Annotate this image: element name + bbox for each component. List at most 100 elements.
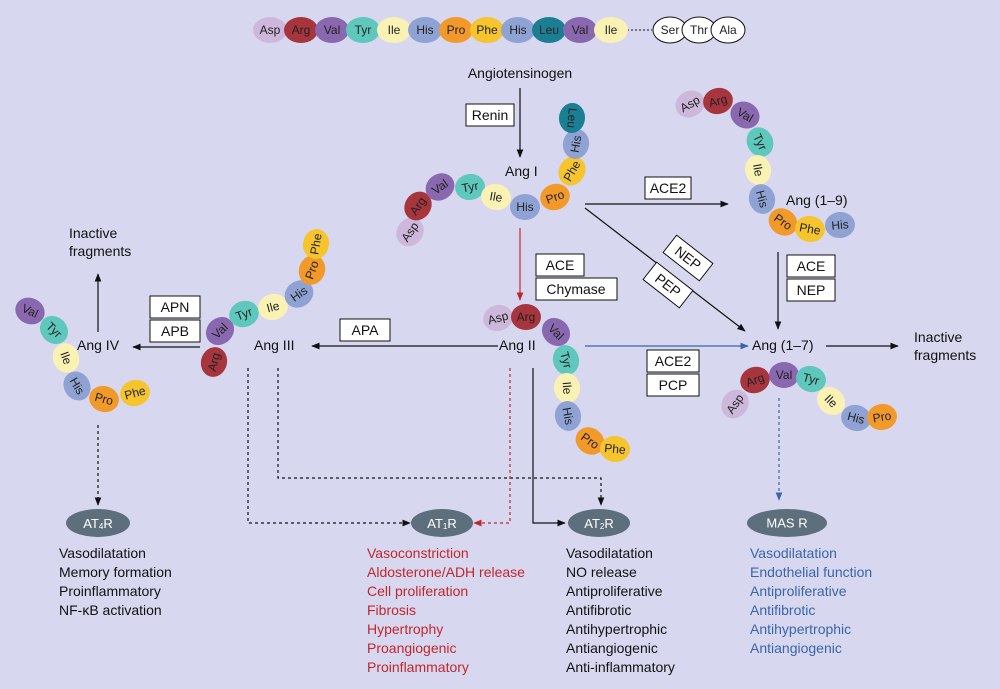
residue-bead [425, 173, 455, 201]
residue-bead [315, 17, 349, 43]
svg-text:AT1R: AT1R [427, 516, 457, 531]
renin-label: Renin [472, 107, 509, 123]
residue-label: Tyr [801, 370, 821, 388]
at1-effect-item: Proangiogenic [367, 640, 457, 656]
residue-phe: Phe [302, 229, 330, 259]
residue-label: Tyr [461, 179, 480, 196]
residue-label: Phe [307, 232, 325, 256]
at2r-sub: 2 [600, 522, 605, 531]
at4-effect-item: Memory formation [59, 564, 172, 580]
residue-phe: Phe [795, 215, 825, 243]
at2r-tail: R [604, 516, 613, 531]
residue-label: Ile [265, 299, 281, 316]
residue-tyr: Tyr [39, 315, 69, 345]
residue-bead [769, 362, 799, 388]
residue-bead [554, 401, 582, 431]
residue-label: Val [20, 301, 41, 321]
residue-val: Val [315, 17, 349, 43]
pcp-box: PCP [646, 373, 700, 397]
residue-bead [594, 17, 628, 43]
ace2-top-box: ACE2 [644, 176, 692, 200]
node-labels: Angiotensinogen Ang I Ang (1–9) Ang II A… [69, 65, 976, 363]
residue-ile: Ile [594, 17, 628, 43]
residue-label: Pro [302, 259, 322, 282]
residue-bead [675, 90, 705, 118]
residue-bead [408, 17, 442, 43]
residue-bead [200, 347, 228, 377]
residue-leu: Leu [558, 103, 586, 133]
residue-bead [600, 435, 630, 463]
residue-ile: Ile [481, 183, 511, 211]
residue-label: Pro [447, 23, 466, 37]
residue-his: His [825, 211, 855, 239]
residue-bead [558, 156, 586, 186]
svg-text:AT2R: AT2R [584, 516, 614, 531]
residue-asp: Asp [721, 389, 749, 419]
residue-bead [39, 315, 69, 345]
residue-val: Val [730, 101, 760, 129]
residue-phe: Phe [470, 17, 504, 43]
residue-bead [483, 304, 513, 332]
residue-bead [825, 211, 855, 239]
residue-label: Val [572, 23, 588, 37]
residue-bead [439, 17, 473, 43]
apa-box: APA [339, 318, 391, 342]
residue-label: His [568, 134, 585, 154]
angiotensinogen-label: Angiotensinogen [468, 65, 572, 81]
residue-bead [229, 300, 259, 328]
residue-bead [553, 373, 581, 403]
at1r-sub: 1 [443, 522, 448, 531]
at4-effect-item: Vasodilatation [59, 545, 146, 561]
residue-label: Arg [744, 370, 766, 390]
residue-bead [541, 317, 571, 347]
residue-asp: Asp [483, 304, 513, 332]
at4r-receptor: AT4R [66, 509, 130, 537]
residue-arg: Arg [200, 347, 228, 377]
at4r-tail: R [103, 516, 112, 531]
chymase-label: Chymase [546, 281, 605, 297]
residue-tyr: Tyr [346, 17, 380, 43]
residue-bead [841, 404, 871, 432]
residue-arg: Arg [740, 366, 770, 394]
nep-right-label: NEP [797, 282, 826, 298]
enzyme-boxes: Renin ACE2 ACE Chymase NEP PEP ACE NEP [149, 103, 836, 397]
mas-label: MAS R [766, 516, 807, 531]
residue-bead [511, 304, 541, 330]
apn-box: APN [149, 295, 201, 319]
pcp-label: PCP [659, 377, 688, 393]
residue-bead [552, 345, 580, 375]
residue-label: Tyr [234, 305, 254, 324]
residue-phe: Phe [120, 379, 150, 407]
residue-bead [15, 297, 45, 325]
residue-label: Ile [57, 350, 75, 367]
residue-bead [89, 385, 119, 413]
at2-effect-item: Antiangiogenic [566, 640, 658, 656]
residue-pro: Pro [768, 208, 798, 236]
inactive-left-line2: fragments [69, 243, 131, 259]
residue-pro: Pro [575, 427, 605, 455]
residue-label: Phe [604, 441, 627, 457]
residue-his: His [501, 17, 535, 43]
ace-right-label: ACE [797, 258, 826, 274]
residue-bead [562, 129, 590, 159]
residue-ile: Ile [816, 386, 846, 416]
residue-his: His [562, 129, 590, 159]
residue-bead [481, 183, 511, 211]
ang1-label: Ang I [505, 163, 538, 179]
residue-pro: Pro [298, 255, 326, 285]
residue-bead [575, 427, 605, 455]
residue-label: Ala [719, 23, 737, 37]
residue-label: Ile [489, 189, 504, 205]
residue-label: Leu [564, 107, 580, 128]
at2-effect-item: Antihypertrophic [566, 621, 667, 637]
at2-effect-item: Antiproliferative [566, 583, 663, 599]
residue-ile: Ile [52, 343, 80, 373]
residue-bead [205, 316, 235, 346]
mas-effect-item: Antifibrotic [750, 602, 815, 618]
at1-effect-item: Vasoconstriction [367, 545, 469, 561]
residue-label: Val [324, 23, 340, 37]
